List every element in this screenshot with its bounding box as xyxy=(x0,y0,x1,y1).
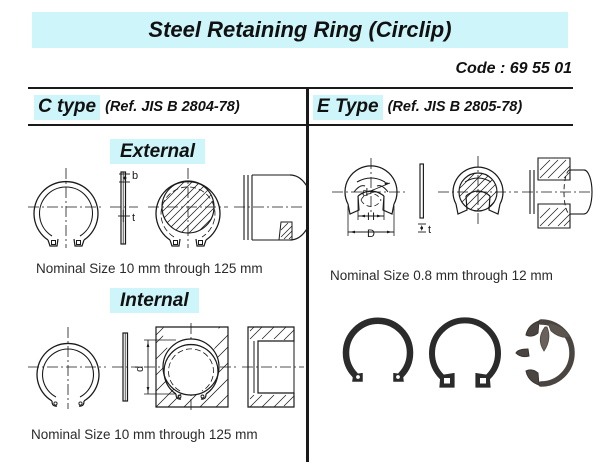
external-retaining-ring-photo xyxy=(429,317,501,388)
internal-retaining-ring-photo xyxy=(342,317,414,382)
column-header-c-type-name: C type xyxy=(34,94,101,120)
drawing-c-type-internal: d xyxy=(26,315,306,420)
section-label-external: External xyxy=(110,139,205,164)
nominal-size-c-external: Nominal Size 10 mm through 125 mm xyxy=(36,261,263,276)
dimension-label-d-internal: d xyxy=(134,366,146,372)
section-label-internal: Internal xyxy=(110,288,199,313)
e-clip-edge-view xyxy=(418,163,426,233)
header-rule-bottom xyxy=(28,124,573,126)
nominal-size-e-type: Nominal Size 0.8 mm through 12 mm xyxy=(330,268,553,283)
section-label-internal-text: Internal xyxy=(120,289,189,311)
dimension-label-t-e: t xyxy=(428,224,431,236)
dimension-label-D: D xyxy=(367,228,375,240)
title-highlight: Steel Retaining Ring (Circlip) xyxy=(32,12,568,48)
header-rule-top xyxy=(28,87,573,89)
column-divider xyxy=(306,87,309,462)
c-internal-side-view xyxy=(242,326,304,408)
section-label-external-text: External xyxy=(120,140,195,162)
c-external-assembly-view xyxy=(148,168,228,248)
dimension-label-H: H xyxy=(367,211,375,223)
column-header-e-type: E Type (Ref. JIS B 2805-78) xyxy=(313,92,522,122)
dimension-label-b: b xyxy=(132,170,138,182)
code-label: Code : 69 55 01 xyxy=(455,60,573,77)
c-internal-housing-view xyxy=(144,323,238,413)
e-clip-photo xyxy=(515,319,575,387)
column-header-e-type-reference: (Ref. JIS B 2805-78) xyxy=(387,99,523,115)
c-internal-edge-view xyxy=(112,332,138,402)
column-header-c-type-reference: (Ref. JIS B 2804-78) xyxy=(105,99,240,115)
c-external-front-view xyxy=(28,168,104,248)
c-internal-front-view xyxy=(28,327,106,409)
column-header-e-type-name: E Type xyxy=(313,94,383,120)
code-row: Code : 69 55 01 xyxy=(0,56,600,82)
column-header-c-type: C type (Ref. JIS B 2804-78) xyxy=(34,92,240,122)
e-clip-assembly-view xyxy=(438,156,518,226)
title-text: Steel Retaining Ring (Circlip) xyxy=(148,17,452,42)
drawing-e-type: d H D t xyxy=(330,152,595,262)
e-clip-side-view xyxy=(522,157,593,229)
drawing-c-type-external: b t xyxy=(26,160,306,255)
e-clip-front-view xyxy=(332,158,408,236)
dimension-label-t: t xyxy=(132,212,135,224)
photos-e-type xyxy=(332,305,594,410)
page-title: Steel Retaining Ring (Circlip) xyxy=(0,10,600,50)
nominal-size-c-internal: Nominal Size 10 mm through 125 mm xyxy=(31,427,258,442)
dimension-label-d: d xyxy=(362,187,368,199)
c-external-edge-view xyxy=(110,171,138,245)
c-external-side-view xyxy=(234,174,306,241)
